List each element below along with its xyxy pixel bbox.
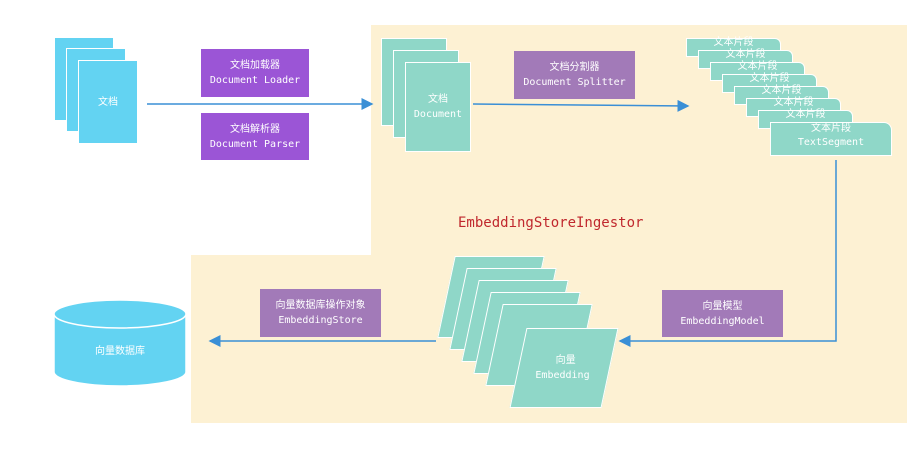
segment-last: 文本片段 TextSegment xyxy=(770,122,892,156)
arrow-segments-to-embedding xyxy=(618,160,837,347)
splitter-en: Document Splitter xyxy=(523,77,626,88)
store-zh: 向量数据库操作对象 xyxy=(275,300,366,311)
loader-zh: 文档加载器 xyxy=(230,60,280,71)
vector-database-label: 向量数据库 xyxy=(95,346,145,357)
model-zh: 向量模型 xyxy=(702,300,743,312)
document-loader-label: 文档加载器 Document Loader xyxy=(201,49,309,97)
vector-database-cylinder xyxy=(53,299,187,387)
embedding-zh: 向量 xyxy=(555,355,576,366)
loader-en: Document Loader xyxy=(209,75,301,86)
arrow-document-to-segments xyxy=(472,99,690,112)
document-front: 文档 Document xyxy=(405,62,471,152)
model-en: EmbeddingModel xyxy=(680,315,765,327)
embedding-en: Embedding xyxy=(535,370,590,381)
document-parser-label: 文档解析器 Document Parser xyxy=(201,113,309,160)
store-en: EmbeddingStore xyxy=(278,315,363,326)
parser-zh: 文档解析器 xyxy=(230,123,280,135)
document-en: Document xyxy=(413,109,463,120)
ingestor-title: EmbeddingStoreIngestor xyxy=(458,215,644,231)
segment-last-zh: 文本片段 xyxy=(811,123,851,134)
embedding-store-label: 向量数据库操作对象 EmbeddingStore xyxy=(260,289,381,337)
document-splitter-label: 文档分割器 Document Splitter xyxy=(514,51,635,99)
source-doc-front: 文档 xyxy=(78,60,138,144)
parser-en: Document Parser xyxy=(209,138,301,150)
splitter-zh: 文档分割器 xyxy=(549,62,600,73)
embedding-card-front: 向量 Embedding xyxy=(509,328,619,408)
document-zh: 文档 xyxy=(428,94,448,105)
segment-last-en: TextSegment xyxy=(797,137,865,148)
source-doc-label: 文档 xyxy=(98,96,118,108)
embedding-model-label: 向量模型 EmbeddingModel xyxy=(662,290,783,337)
